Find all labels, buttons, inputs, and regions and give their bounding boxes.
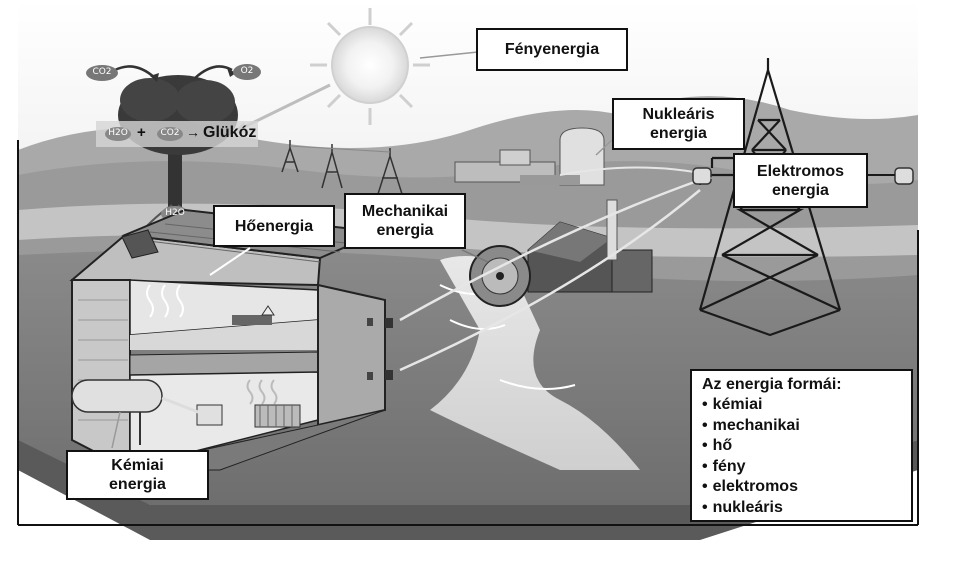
chemical-label-line <box>111 411 121 449</box>
root-h2o-text: H2O <box>165 208 185 218</box>
equation-plus: + <box>137 124 146 141</box>
legend-title: Az energia formái: <box>702 376 842 393</box>
legend-item-mechanical: mechanikai <box>702 416 901 437</box>
o2-arrow <box>194 65 233 79</box>
house <box>69 208 393 472</box>
electric-label-line <box>709 177 736 181</box>
power-line-1 <box>399 178 701 322</box>
waterfall <box>430 256 640 470</box>
legend-list: kémiai mechanikai hő fény elektromos nuk… <box>702 395 901 518</box>
equation-co2: CO2 <box>160 128 180 138</box>
power-line-2 <box>399 189 701 372</box>
legend-item-heat: hő <box>702 436 901 457</box>
energy-forms-legend: Az energia formái: kémiai mechanikai hő … <box>690 369 913 522</box>
equation-h2o: H2O <box>108 128 128 138</box>
heat-label-line <box>209 247 251 276</box>
legend-item-electric: elektromos <box>702 477 901 498</box>
co2-arrow <box>114 65 156 79</box>
power-plant <box>454 127 605 186</box>
nuclear-label-line <box>595 139 613 156</box>
sun <box>310 8 430 125</box>
light-label-line <box>419 51 479 59</box>
legend-item-chemical: kémiai <box>702 395 901 416</box>
legend-item-nuclear: nukleáris <box>702 498 901 519</box>
glucose-label: Glükóz <box>203 124 257 141</box>
legend-item-light: fény <box>702 457 901 478</box>
mechanical-label-line <box>461 249 489 263</box>
gas-tank <box>71 379 199 445</box>
equation-arrow: → <box>186 124 200 140</box>
water-mill <box>469 199 653 307</box>
heat-energy-label: Hőenergia <box>213 205 335 247</box>
o2-out-text: O2 <box>240 66 254 76</box>
distant-pylons <box>281 140 403 195</box>
light-energy-label: Fényenergia <box>476 28 628 71</box>
co2-in-text: CO2 <box>92 67 112 77</box>
